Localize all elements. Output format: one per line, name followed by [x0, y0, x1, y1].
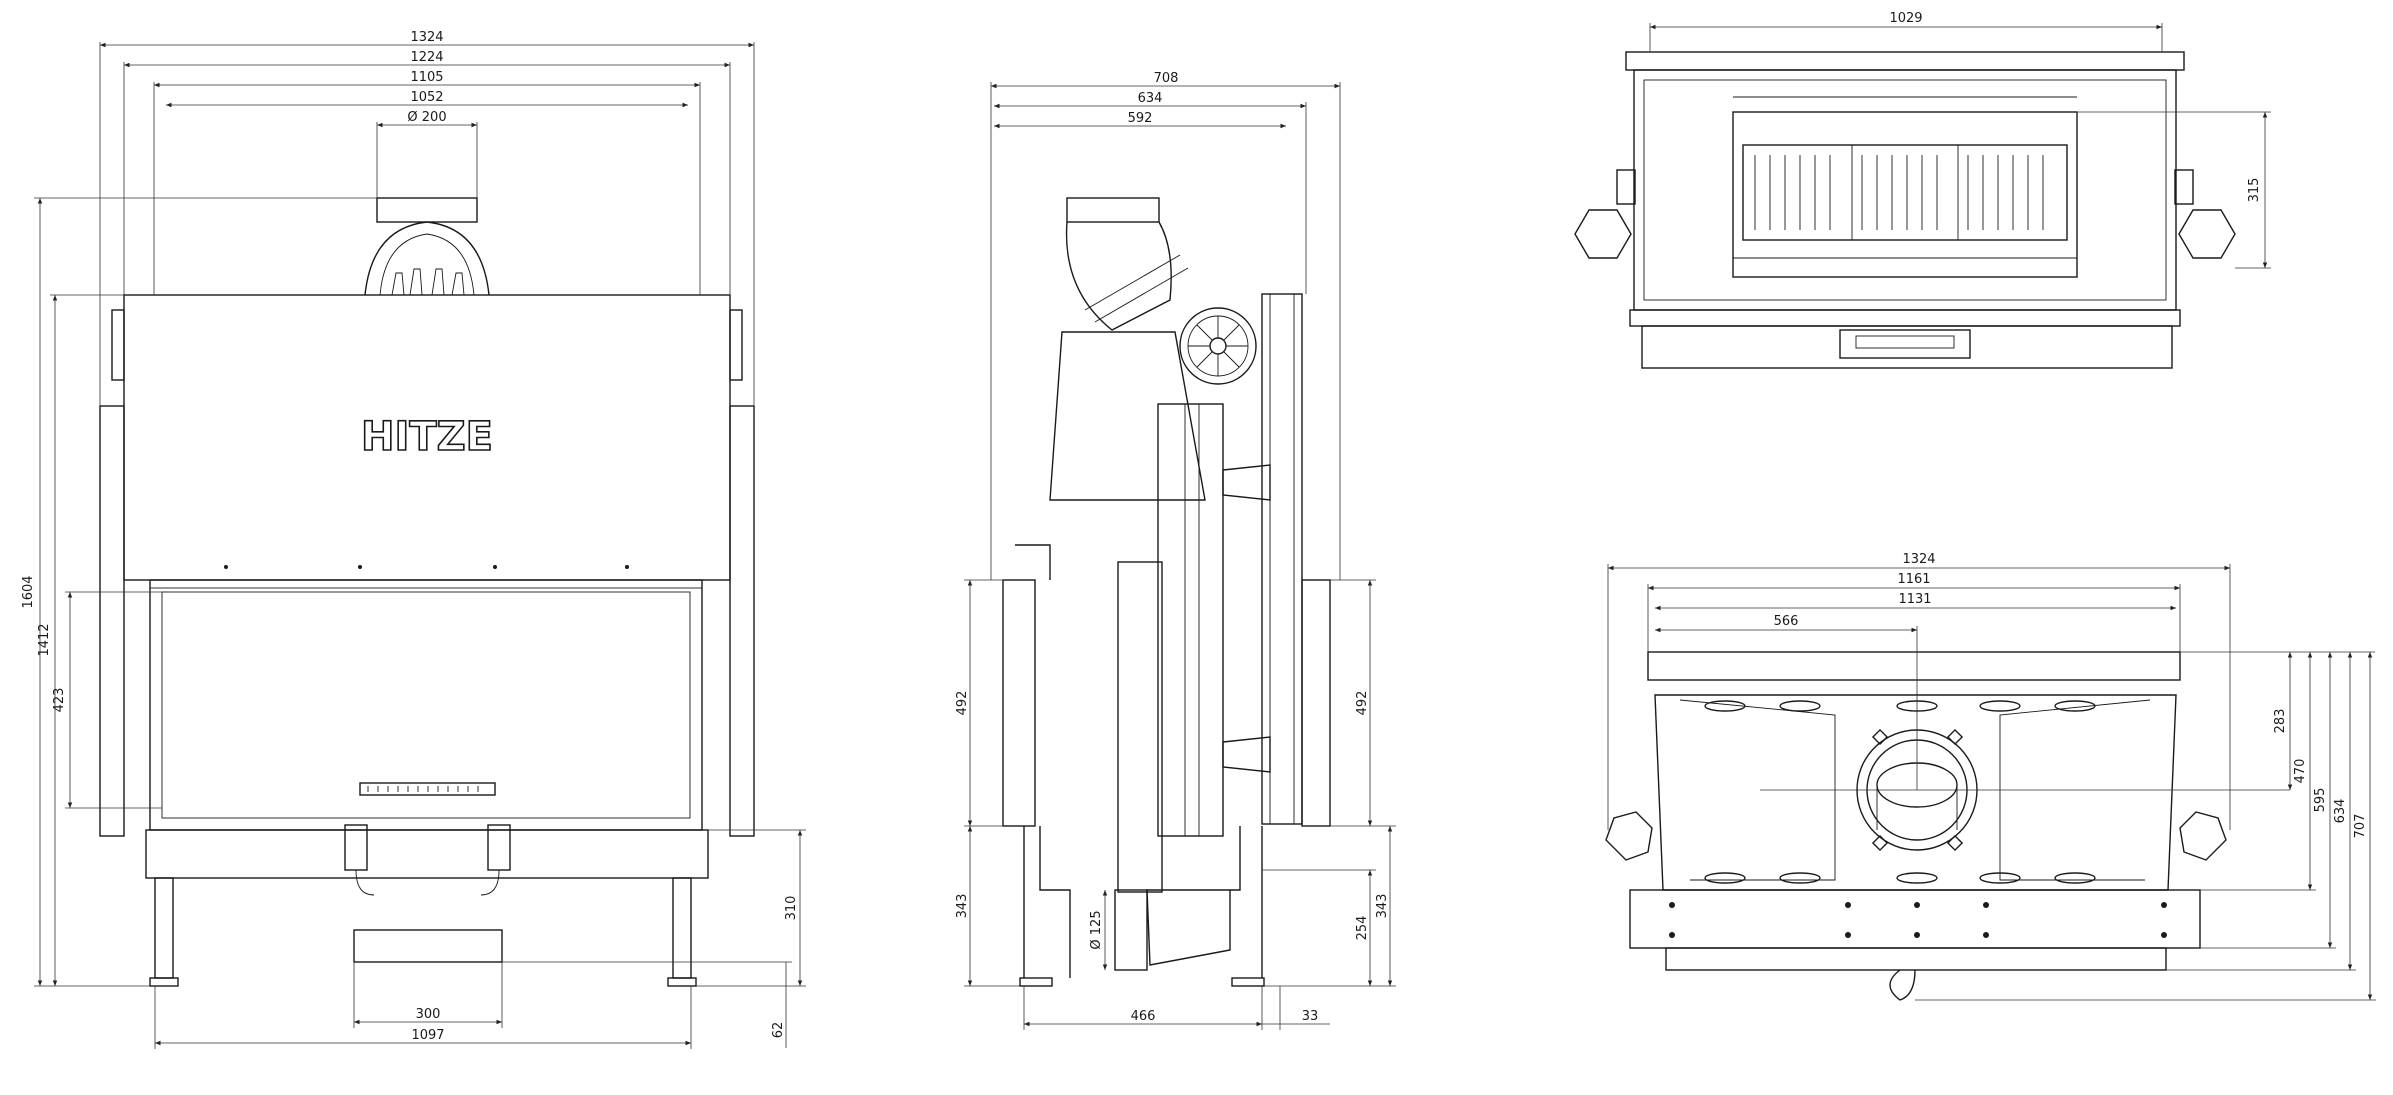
bottom-right-handle: [2179, 811, 2227, 861]
dim-label: 1097: [411, 1028, 444, 1043]
bottom-dimensions: 1324 1161 1131 566 283 470 595 634 707: [1607, 552, 2376, 1001]
top-firebox: [1732, 111, 2078, 278]
dim-label: Ø 125: [1089, 910, 1104, 949]
left-handle: [1574, 209, 1632, 259]
dim-label: 466: [1131, 1009, 1156, 1024]
dim-label: 1161: [1897, 572, 1930, 587]
right-side-rail: [729, 405, 755, 837]
dim-label: 1029: [1889, 11, 1922, 26]
side-upper-box: [1049, 331, 1206, 501]
dim-label: 1131: [1898, 592, 1931, 607]
base-frame: [145, 829, 709, 879]
top-front-lip: [1625, 51, 2185, 71]
dim-label: 423: [52, 688, 67, 713]
dim-label: 62: [771, 1022, 786, 1039]
air-inlet: [1114, 889, 1148, 971]
glass-door: [149, 579, 703, 831]
front-view: HITZE: [99, 197, 755, 987]
dim-label: 708: [1154, 71, 1179, 86]
top-grate: [1742, 144, 2068, 241]
dim-label: 254: [1355, 916, 1370, 941]
ash-drawer: [353, 929, 503, 963]
top-dimensions: 1029 315: [1649, 11, 2271, 269]
dim-label: 595: [2313, 788, 2328, 813]
flue-dome: [364, 221, 490, 296]
dim-label: 343: [1375, 894, 1390, 919]
left-side-rail: [99, 405, 125, 837]
dim-label: 343: [955, 894, 970, 919]
dim-label: 300: [416, 1007, 441, 1022]
dim-label: 310: [784, 896, 799, 921]
fan-wheel: [1179, 307, 1257, 385]
front-dimensions: 1324 1224 1105 1052 Ø 200 1604 1412 423 …: [21, 30, 806, 1049]
dim-label: 470: [2293, 759, 2308, 784]
bottom-view: [1605, 651, 2227, 1001]
dim-label: Ø 200: [407, 110, 446, 125]
bottom-body: [1654, 694, 2177, 891]
dim-label: 1412: [37, 623, 52, 656]
dim-label: 33: [1302, 1009, 1319, 1024]
bottom-frame: [1629, 889, 2201, 949]
side-dimensions: 708 634 592 492 343 492 343 254 Ø 125 46…: [955, 71, 1396, 1030]
dim-label: 1324: [1902, 552, 1935, 567]
brand-logo: HITZE: [361, 414, 493, 460]
dim-label: 1224: [410, 50, 443, 65]
bottom-left-handle: [1605, 811, 1653, 861]
dim-label: 1052: [410, 90, 443, 105]
right-leg: [672, 877, 692, 979]
side-body: [1117, 561, 1163, 893]
side-door-profile: [1157, 403, 1224, 837]
dim-label: 1604: [21, 575, 36, 608]
dim-label: 634: [1138, 91, 1163, 106]
dim-label: 492: [955, 691, 970, 716]
top-view: [1574, 51, 2236, 369]
left-leg: [154, 877, 174, 979]
dim-label: 492: [1355, 691, 1370, 716]
dim-label: 1324: [410, 30, 443, 45]
right-handle: [2178, 209, 2236, 259]
side-flue-collar: [1066, 197, 1160, 223]
side-view: [1002, 197, 1331, 987]
dim-label: 707: [2353, 814, 2368, 839]
door-handle-bar: [359, 782, 496, 796]
side-back-panel: [1002, 579, 1036, 827]
bottom-top-lip: [1647, 651, 2181, 681]
dim-label: 315: [2247, 178, 2262, 203]
flue-collar: [376, 197, 478, 223]
top-ash-drawer: [1839, 329, 1971, 359]
dim-label: 634: [2333, 799, 2348, 824]
dim-label: 592: [1128, 111, 1153, 126]
dim-label: 283: [2273, 709, 2288, 734]
top-body: [1633, 69, 2177, 311]
dim-label: 566: [1774, 614, 1799, 629]
dim-label: 1105: [410, 70, 443, 85]
side-front-rail: [1261, 293, 1303, 825]
